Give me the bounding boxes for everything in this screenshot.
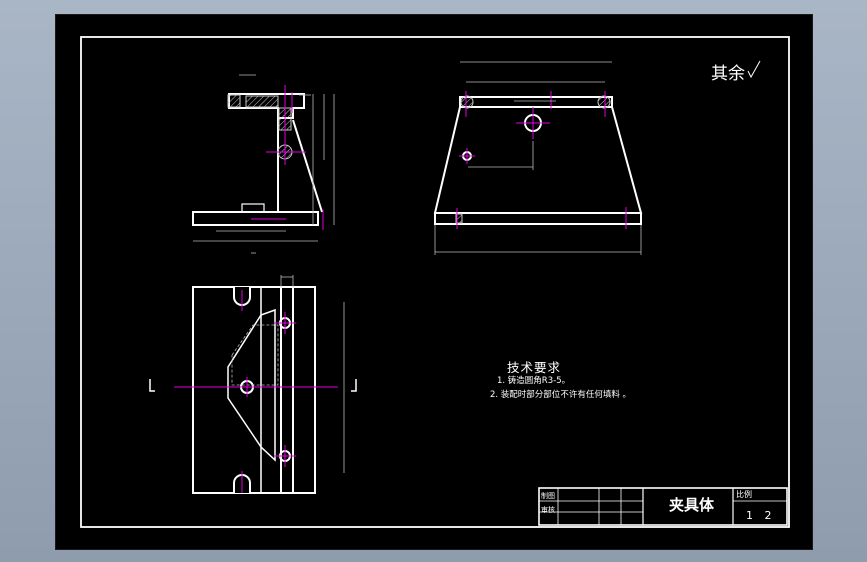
top-view-hidden — [231, 324, 279, 386]
scale-value: 1 2 — [746, 509, 776, 522]
roughness-symbol — [747, 60, 761, 79]
technical-requirements-title: 技术要求 — [507, 360, 562, 375]
top-view-dimensions — [280, 275, 345, 473]
side-view-centerlines — [456, 91, 627, 229]
scale-label: 比例 — [736, 490, 752, 499]
front-view-dimensions — [193, 74, 335, 254]
part-name: 夹具体 — [669, 496, 715, 514]
front-view — [192, 93, 323, 226]
technical-requirement-note: 2. 装配时部分部位不许有任何填料 。 — [490, 390, 632, 400]
roughness-note: 其余 — [711, 64, 745, 84]
checked-by-label: 审核 — [541, 506, 555, 514]
side-view-dimensions — [434, 61, 642, 255]
technical-requirement-note: 1. 铸造圆角R3-5。 — [497, 376, 571, 386]
section-marks — [149, 379, 357, 392]
drawing-sheet: 其余 技术要求 1. 铸造圆角R3-5。 2. 装配时部分部位不许有任何填料 。… — [55, 14, 813, 550]
title-block — [538, 487, 788, 526]
top-view — [192, 286, 316, 494]
cad-drawing — [80, 36, 790, 528]
front-view-hatch — [227, 94, 293, 160]
drawing-frame — [80, 36, 790, 528]
drawn-by-label: 制图 — [541, 492, 555, 500]
side-view-hatch — [455, 95, 611, 224]
top-view-centerlines — [174, 290, 338, 493]
front-view-centerlines — [251, 85, 324, 230]
